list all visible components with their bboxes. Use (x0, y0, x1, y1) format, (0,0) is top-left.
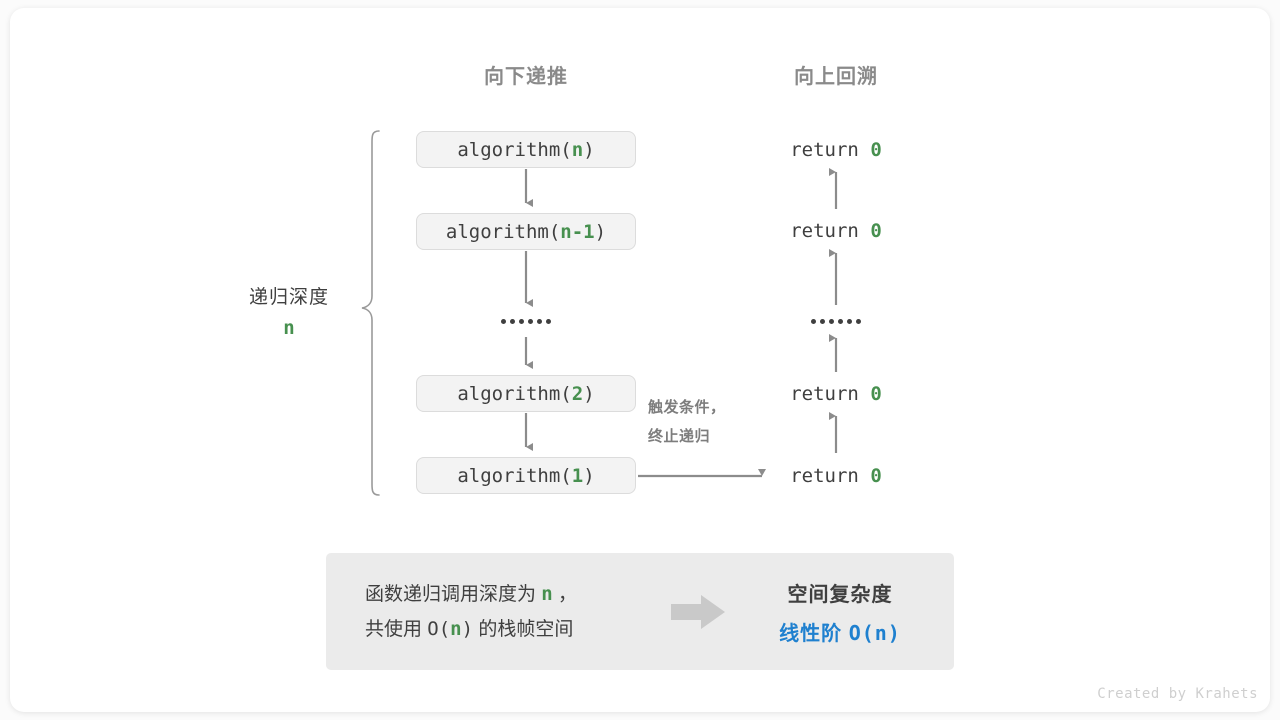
column-header-recurse-down: 向下递推 (484, 66, 568, 88)
call-box-2[interactable]: algorithm(2) (416, 375, 636, 412)
dot (838, 319, 843, 324)
dot (856, 319, 861, 324)
return-label-2: return 0 (790, 220, 882, 242)
summary-line-1-n: n (541, 582, 553, 605)
depth-label-value: n (283, 317, 295, 339)
terminate-condition-note: 触发条件， 终止递归 (648, 393, 726, 451)
call-box-close: ) (583, 464, 595, 487)
call-box-fn: algorithm( (445, 220, 561, 243)
summary-line-1: 函数递归调用深度为 n ， (365, 577, 656, 612)
return-keyword: return (790, 139, 871, 161)
call-box-close: ) (583, 382, 595, 405)
summary-result: 空间复杂度 线性阶 O(n) (740, 578, 954, 646)
call-box-arg: 1 (571, 464, 584, 487)
dot (510, 319, 515, 324)
ellipsis-up (811, 319, 861, 324)
terminate-note-line-2: 终止递归 (648, 428, 711, 445)
dot (546, 319, 551, 324)
return-keyword: return (790, 220, 871, 242)
call-box-close: ) (583, 138, 595, 161)
ellipsis-down (501, 319, 551, 324)
call-box-arg: 2 (571, 382, 584, 405)
dot (811, 319, 816, 324)
return-label-3: return 0 (790, 383, 882, 405)
terminate-note-line-1: 触发条件， (648, 399, 726, 416)
summary-line-2-suffix: 的栈帧空间 (473, 618, 574, 640)
summary-line-2-n: n (450, 617, 462, 640)
depth-brace (361, 130, 380, 496)
complexity-summary-panel: 函数递归调用深度为 n ， 共使用 O(n) 的栈帧空间 空间复杂度 线性阶 O… (326, 553, 954, 670)
dot (519, 319, 524, 324)
recursion-depth-label: 递归深度 n (249, 282, 329, 339)
right-arrow-icon (671, 594, 725, 629)
summary-line-2-bigo: O( (427, 617, 451, 640)
call-box-n-minus-1[interactable]: algorithm(n-1) (416, 213, 636, 250)
summary-line-1-prefix: 函数递归调用深度为 (365, 583, 542, 605)
summary-result-notation: O(n) (848, 620, 901, 645)
return-value: 0 (870, 220, 882, 242)
return-keyword: return (790, 383, 871, 405)
return-value: 0 (870, 383, 882, 405)
call-box-fn: algorithm( (457, 464, 572, 487)
call-box-fn: algorithm( (457, 138, 572, 161)
summary-line-2-prefix: 共使用 (365, 618, 428, 640)
credit-text: Created by Krahets (1097, 686, 1258, 702)
return-value: 0 (870, 139, 882, 161)
dot (528, 319, 533, 324)
call-box-arg: n (571, 138, 584, 161)
summary-line-2: 共使用 O(n) 的栈帧空间 (365, 612, 656, 647)
call-box-n[interactable]: algorithm(n) (416, 131, 636, 168)
summary-description: 函数递归调用深度为 n ， 共使用 O(n) 的栈帧空间 (326, 577, 656, 647)
column-header-backtrack-up: 向上回溯 (794, 66, 878, 88)
summary-result-value: 线性阶 O(n) (740, 617, 940, 646)
summary-line-2-close: ) (461, 617, 474, 640)
return-label-1: return 0 (790, 139, 882, 161)
summary-arrow-wrap (656, 594, 740, 629)
dot (829, 319, 834, 324)
summary-result-title: 空间复杂度 (787, 583, 893, 606)
call-box-fn: algorithm( (457, 382, 572, 405)
dot (501, 319, 506, 324)
return-keyword: return (790, 465, 871, 487)
dot (847, 319, 852, 324)
depth-label-text: 递归深度 (248, 287, 330, 308)
return-label-4: return 0 (790, 465, 882, 487)
summary-line-1-suffix: ， (552, 583, 578, 605)
dot (820, 319, 825, 324)
dot (537, 319, 542, 324)
call-box-close: ) (594, 220, 607, 243)
call-box-1[interactable]: algorithm(1) (416, 457, 636, 494)
call-box-arg: n-1 (560, 220, 595, 243)
summary-result-order: 线性阶 (779, 622, 849, 645)
return-value: 0 (870, 465, 882, 487)
